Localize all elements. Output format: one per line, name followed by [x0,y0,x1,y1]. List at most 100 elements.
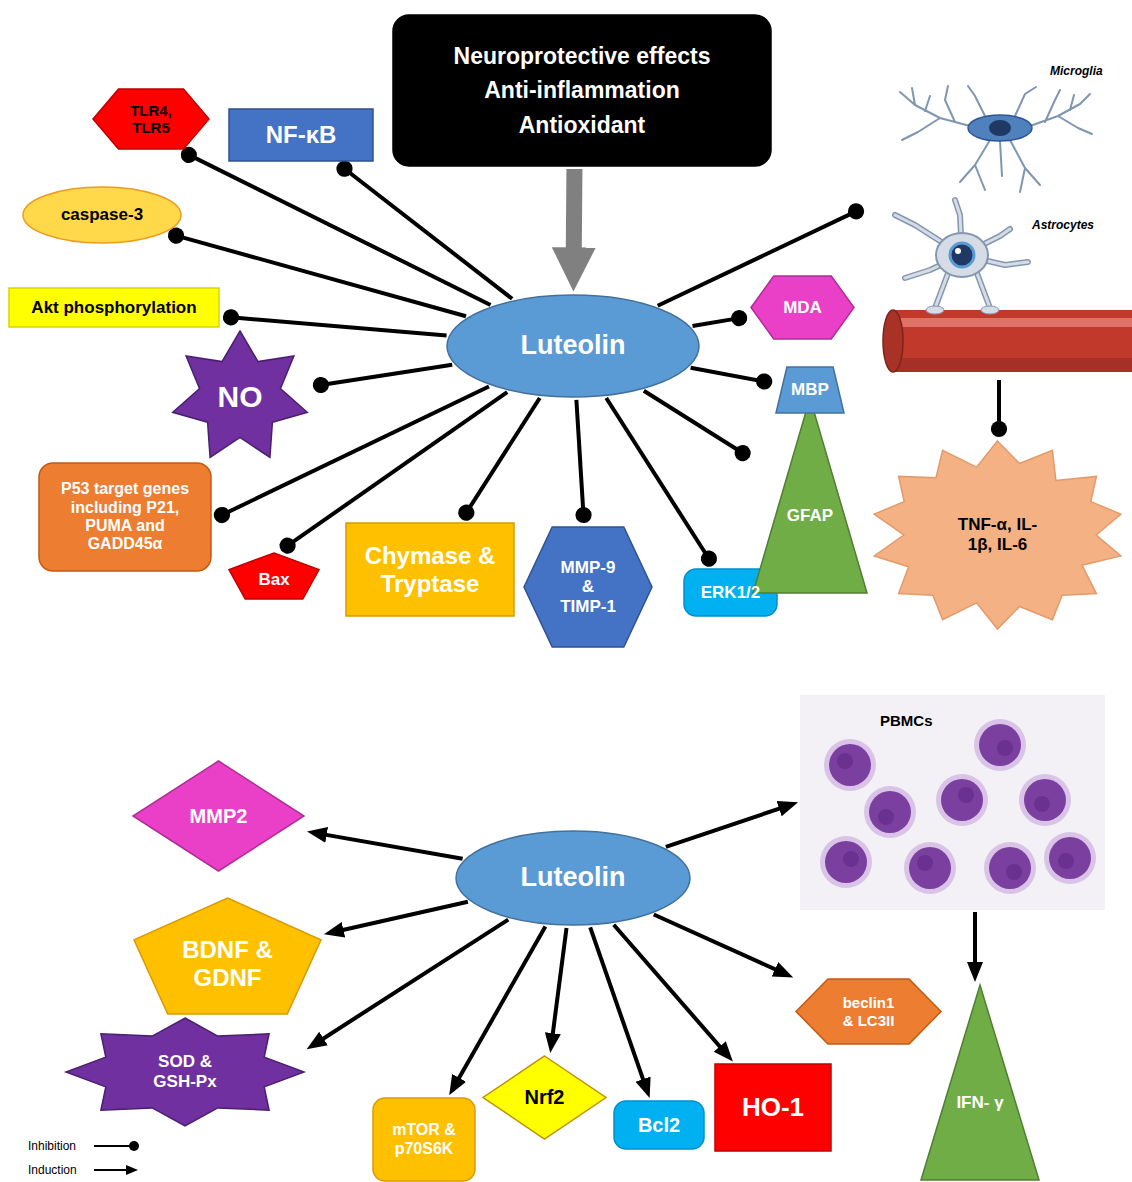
node-label: HO-1 [742,1093,804,1123]
induction-connector [313,920,508,1045]
shape-fill [229,553,319,599]
target-box: Chymase & Tryptase [345,522,515,617]
shape-fill [776,367,844,413]
node-label: MMP-9 & TIMP-1 [557,558,619,617]
shape-fill [921,985,1039,1180]
vessel-shade [893,358,1132,372]
pbmc-cell [1019,774,1071,826]
inhibition-connector [231,317,447,335]
legend-item: Induction [28,1158,144,1182]
node-label: Luteolin [521,862,626,893]
pbmc-cell [936,774,988,826]
node-label: MDA [783,298,822,318]
legend-item: Inhibition [28,1134,144,1158]
pbmc-micrograph [800,695,1105,910]
target-box: mTOR & p70S6K [372,1097,476,1182]
pbmc-cell [974,719,1026,771]
node-label: mTOR & p70S6K [376,1121,472,1158]
node-label: Chymase & Tryptase [350,542,510,597]
shape-fill [524,527,652,647]
microglia-branch [960,140,1040,192]
induction-connector [973,912,977,974]
node-label: BDNF & GDNF [153,936,303,991]
target-ellipse: caspase-3 [22,186,182,244]
outcome-box: Neuroprotective effects Anti-inflammatio… [392,14,772,167]
shape-fill [753,398,867,593]
node-label: Neuroprotective effects Anti-inflammatio… [432,39,732,143]
astrocyte-figure [895,200,1028,314]
astrocyte-process-core [895,200,1028,308]
vessel-body [893,310,1132,372]
node-label: GFAP [787,506,833,526]
shape-fill [134,898,321,1014]
target-triangle: IFN- γ [920,984,1040,1181]
target-hexagon: MMP-9 & TIMP-1 [523,526,653,648]
target-diamond: Nrf2 [482,1055,607,1140]
node-label: MBP [791,380,829,400]
microglia-nucleus [989,120,1011,136]
compound-ellipse: Luteolin [446,294,700,398]
shape-fill [23,187,181,243]
node-label: NO [218,380,263,415]
microglia-branches [900,86,1092,192]
induction-connector [332,902,468,933]
figure-label: Astrocytes [1032,219,1094,233]
microglia-figure [900,86,1092,192]
induction-connector [654,914,786,974]
outcome-arrow [566,169,583,265]
node-outline [752,397,868,594]
shape-fill [9,288,219,327]
shape-fill [173,331,308,457]
microglia-body [968,115,1032,141]
induction-connector [315,833,463,859]
node-label: TNF-α, IL-1β, IL-6 [950,515,1045,554]
target-triangle: GFAP [752,397,868,594]
pbmc-cell [984,842,1036,894]
microglia-branch [1030,90,1092,134]
microglia-branch [925,86,1074,116]
legend-line [94,1145,132,1147]
node-label: beclin1 & LC3II [838,994,900,1029]
target-box: Akt phosphorylation [8,287,220,328]
shape-fill [874,441,1121,629]
astrocyte-body [936,233,988,277]
astrocyte-process [895,200,1028,308]
inhibition-connector [576,400,583,515]
compound-ellipse: Luteolin [455,830,691,926]
shape-fill [751,276,854,339]
vessel-end [883,310,903,372]
induction-connector [666,805,791,847]
pbmc-cell [904,842,956,894]
node-label: caspase-3 [61,205,143,225]
node-label: P53 target genes including P21, PUMA and… [58,480,193,554]
figure-label: PBMCs [880,712,933,729]
legend-line [94,1169,128,1171]
shape-fill [346,523,514,616]
node-label: IFN- γ [956,1093,1003,1113]
pbmc-cells [820,719,1096,894]
glia-figure: MicrogliaAstrocytes [866,55,1132,378]
vessel-highlight [893,318,1132,327]
induction-connector [551,928,566,1045]
shape-fill [373,1098,475,1181]
astrocyte-endfoot [981,306,999,314]
microglia-branch [900,86,970,140]
shape-fill [715,1064,831,1151]
blood-vessel [883,310,1132,372]
node-label: Bax [258,570,289,590]
nucleus-highlight [955,248,961,254]
node-label: Nrf2 [524,1086,564,1109]
inhibition-connector [692,318,739,326]
target-hexagon: beclin1 & LC3II [795,978,942,1045]
target-star: NO [170,330,310,465]
target-pentagon: Bax [228,552,320,600]
inhibition-connector [997,380,1001,429]
shape-fill [447,295,699,397]
legend-dot [129,1141,139,1151]
node-label: TLR4, TLR5 [116,102,186,137]
shape-fill [229,109,373,161]
inhibition-connector [344,169,512,299]
shape-fill [39,463,211,571]
cytokine-burst: TNF-α, IL-1β, IL-6 [870,440,1125,630]
astrocyte-process-cores [895,200,1028,308]
